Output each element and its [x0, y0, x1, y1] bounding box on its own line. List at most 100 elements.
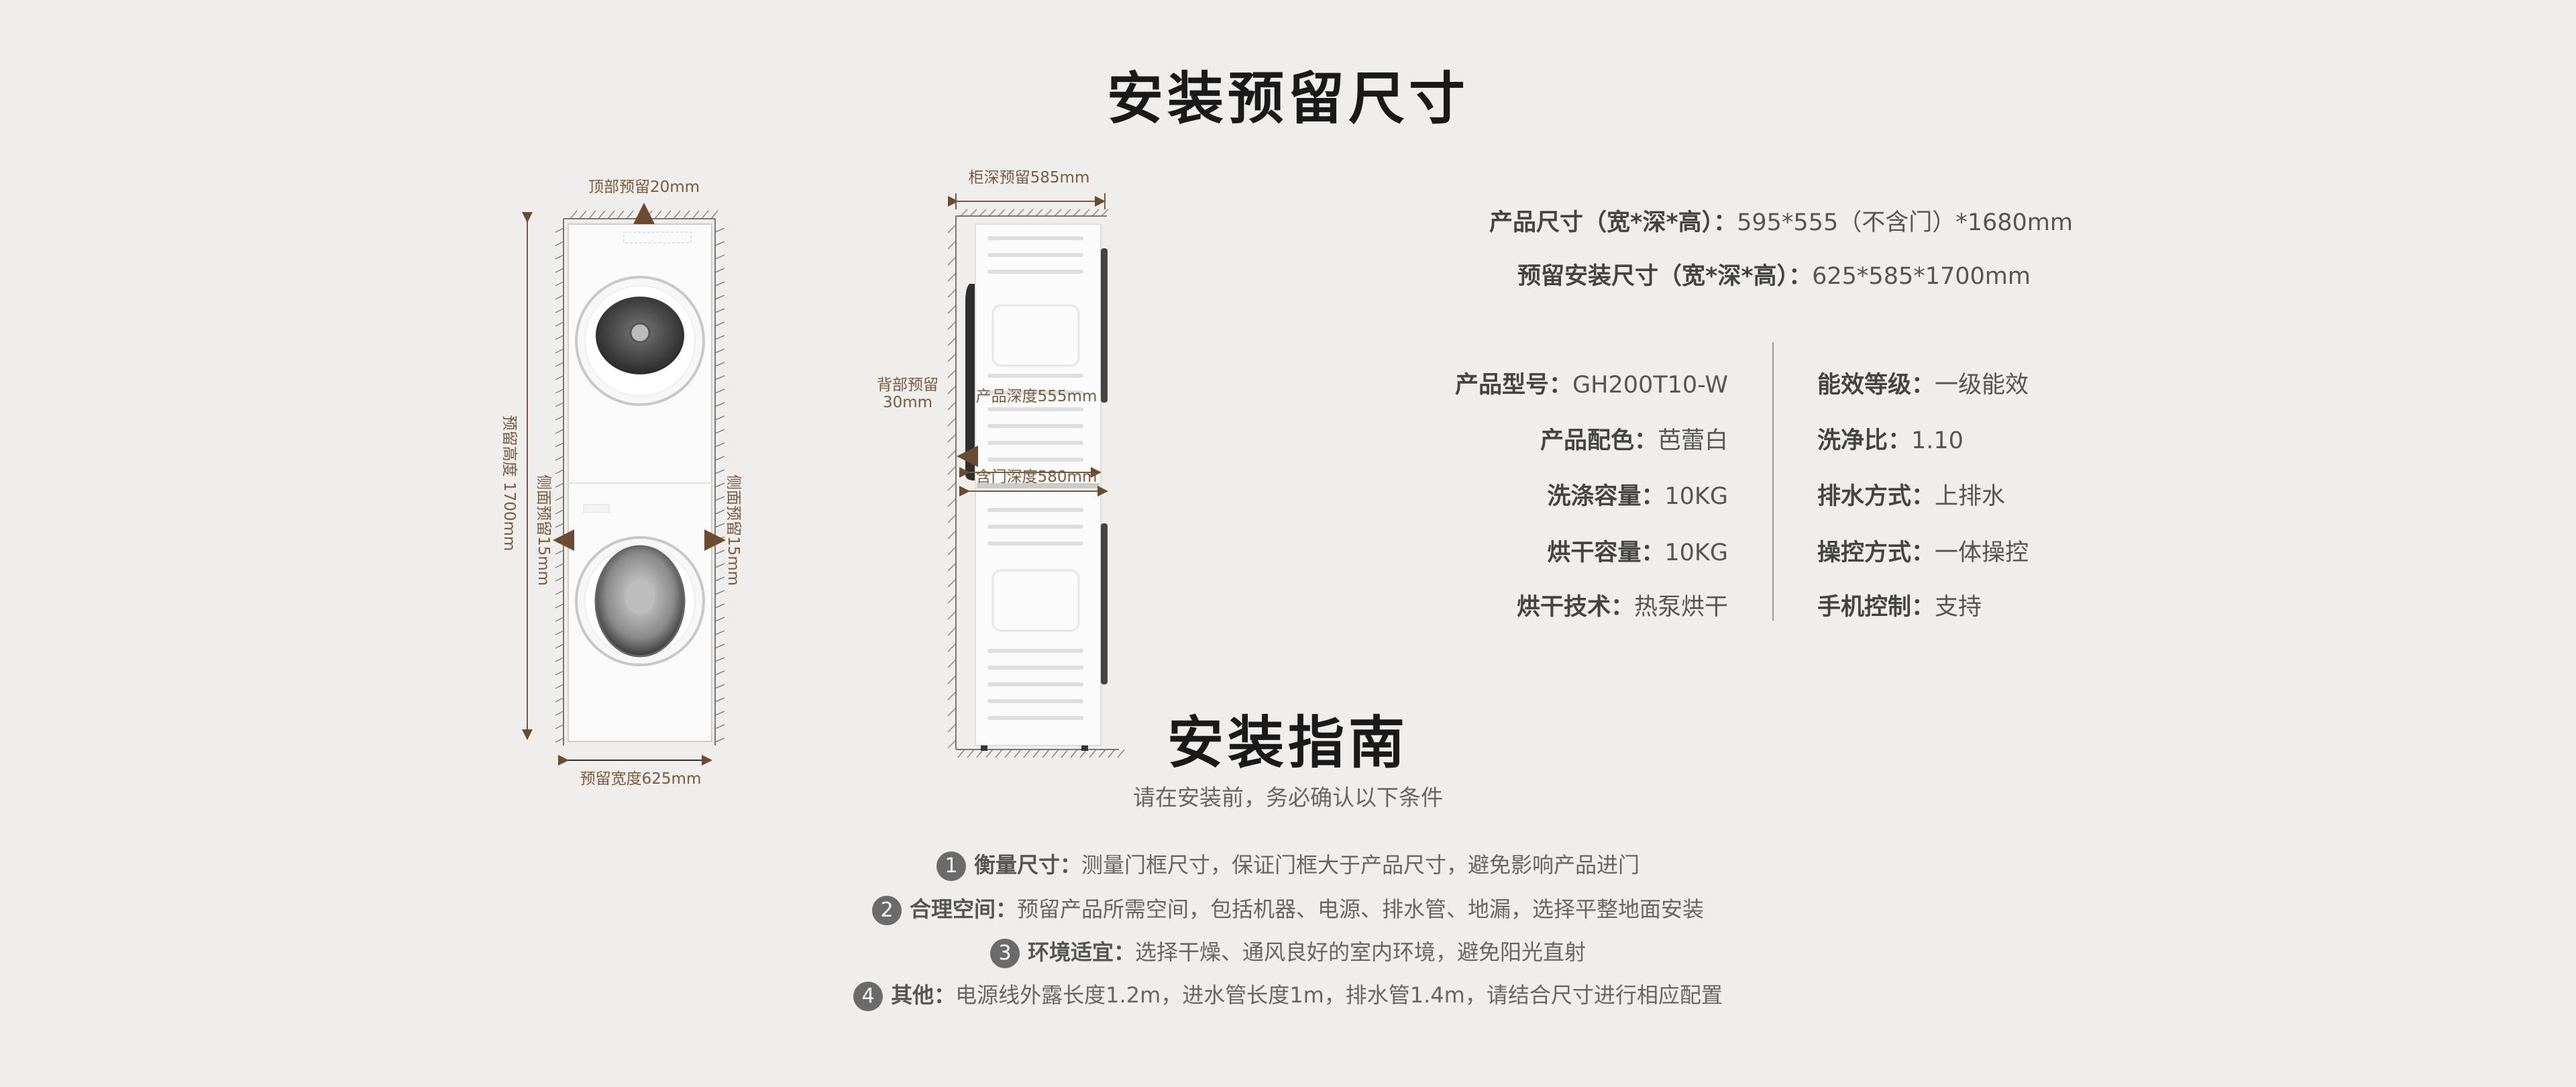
hatch-mark — [1023, 749, 1031, 758]
spec-item: 洗净比：1.10 — [1817, 427, 1964, 454]
hatch-mark — [607, 210, 615, 219]
hatch-mark — [555, 496, 564, 501]
hatch-mark — [555, 415, 564, 421]
hatch-mark — [1016, 209, 1024, 217]
hatch-mark — [635, 210, 643, 219]
hatch-mark — [673, 210, 681, 219]
guide-subtitle: 请在安装前，务必确认以下条件 — [1133, 784, 1443, 811]
left-gap-label: 侧面预留15mm — [535, 474, 552, 586]
hatch-mark — [555, 670, 564, 676]
hatch-mark — [555, 442, 564, 448]
hatch-mark — [947, 723, 957, 733]
hatch-mark — [995, 749, 1003, 758]
hatch-mark — [555, 563, 564, 568]
hatch-mark — [1070, 749, 1078, 758]
reserve-size: 预留安装尺寸（宽*深*高）：625*585*1700mm — [1517, 257, 2031, 291]
hatch-mark — [947, 272, 957, 282]
hatch-mark — [555, 389, 564, 394]
hatch-mark — [714, 590, 725, 595]
hatch-mark — [555, 402, 564, 407]
hatch-mark — [714, 456, 725, 461]
hatch-mark — [555, 241, 564, 246]
hatch-mark — [714, 724, 725, 729]
hatch-mark — [998, 209, 1006, 217]
hatch-mark — [947, 482, 957, 491]
product-size: 产品尺寸（宽*深*高）：595*555（不含门）*1680mm — [1489, 203, 2073, 238]
hatch-mark — [957, 749, 965, 758]
hatch-mark — [555, 603, 564, 609]
top-gap-label: 顶部预留20mm — [588, 178, 700, 196]
hatch-mark — [947, 611, 957, 620]
hatch-mark — [714, 335, 725, 340]
hatch-mark — [714, 415, 725, 421]
hatch-mark — [555, 348, 564, 354]
dryer-door-edge — [1101, 248, 1108, 403]
hatch-mark — [555, 254, 564, 260]
hatch-mark — [947, 256, 957, 266]
hatch-mark — [555, 469, 564, 474]
hatch-mark — [947, 433, 957, 443]
hatch-mark — [714, 563, 725, 568]
number-badge: 3 — [989, 939, 1020, 968]
hatch-mark — [555, 482, 564, 488]
hatch-mark — [555, 308, 564, 313]
hatch-mark — [555, 523, 564, 528]
hatch-mark — [570, 210, 578, 219]
hatch-mark — [947, 659, 957, 668]
hatch-mark — [1007, 209, 1015, 217]
hatch-mark — [714, 509, 725, 515]
hatch-mark — [947, 289, 957, 298]
hatch-mark — [969, 209, 977, 217]
hatch-mark — [947, 401, 957, 411]
hatch-mark — [1061, 749, 1069, 758]
hatch-mark — [555, 375, 564, 380]
hatch-mark — [1091, 209, 1099, 217]
control-panel — [623, 231, 692, 244]
number-badge: 1 — [936, 851, 966, 881]
cabinet-depth-label: 柜深预留585mm — [969, 169, 1090, 187]
hatch-mark — [616, 210, 625, 219]
hatch-mark — [1063, 209, 1071, 217]
door-depth-label: 含门深度580mm — [976, 468, 1097, 486]
hatch-mark — [555, 657, 564, 662]
spec-item: 产品配色：芭蕾白 — [1540, 427, 1728, 454]
hatch-mark — [947, 627, 957, 636]
spec-item: 产品型号：GH200T10-W — [1455, 372, 1728, 399]
spec-item: 操控方式：一体操控 — [1817, 539, 2029, 566]
hatch-mark — [947, 240, 957, 250]
hatch-mark — [1101, 209, 1109, 217]
hatch-mark — [555, 509, 564, 515]
hatch-mark — [555, 321, 564, 327]
hatch-mark — [714, 241, 725, 246]
hatch-mark — [947, 369, 957, 378]
reserve-size-value: 625*585*1700mm — [1812, 263, 2031, 290]
hatch-mark — [654, 210, 662, 219]
hatch-mark — [714, 308, 725, 313]
hatch-mark — [555, 295, 564, 300]
product-size-label: 产品尺寸（宽*深*高）： — [1489, 209, 1737, 236]
hatch-mark — [714, 254, 725, 260]
spec-divider — [1772, 342, 1774, 621]
hatch-mark — [555, 643, 564, 649]
hatch-mark — [714, 697, 725, 703]
hatch-mark — [555, 268, 564, 273]
side-panel-recess — [991, 304, 1080, 367]
hatch-mark — [555, 711, 564, 716]
hatch-mark — [555, 456, 564, 461]
number-badge: 2 — [871, 896, 902, 925]
side-view: 柜深预留585mm 背部预留 30mm 产品深度555mm 含门深度580mm — [877, 169, 1119, 751]
hatch-mark — [1044, 209, 1053, 217]
hatch-mark — [1026, 209, 1034, 217]
hatch-mark — [947, 514, 957, 523]
section-title-dimensions: 安装预留尺寸 — [1106, 66, 1469, 132]
hatch-mark — [947, 675, 957, 684]
hatch-mark — [714, 617, 725, 622]
spec-item: 排水方式：上排水 — [1817, 483, 2006, 510]
hatch-mark — [714, 684, 725, 689]
hatch-mark — [714, 550, 725, 555]
hatch-mark — [555, 684, 564, 689]
